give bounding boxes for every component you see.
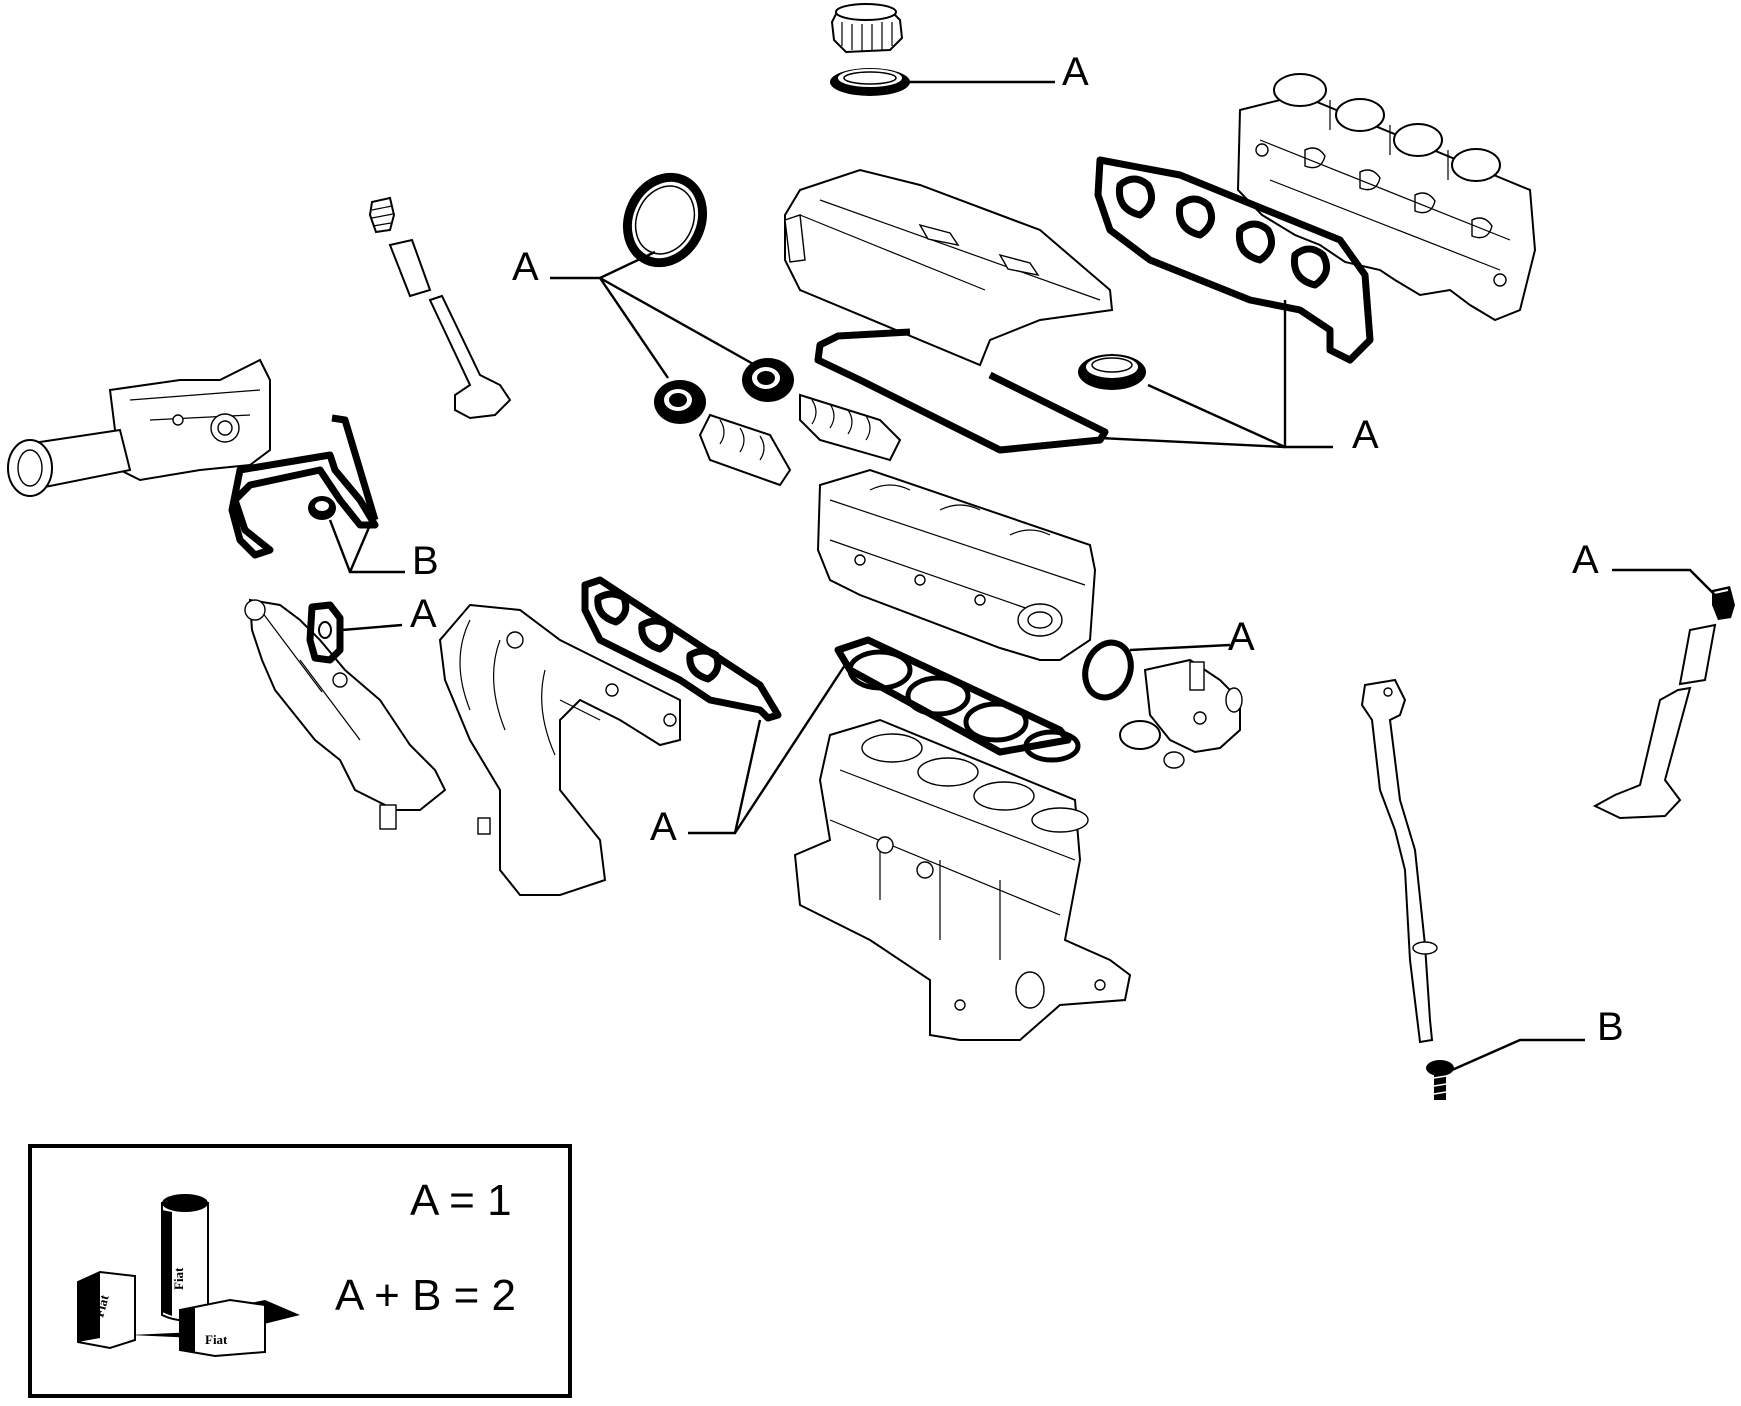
product-kit-icon: Fiat Fiat Fiat <box>77 1194 300 1358</box>
exhaust-manifold-gasket <box>581 576 782 722</box>
leader-lines <box>328 80 1716 1072</box>
camshaft-intake <box>799 393 902 462</box>
dipstick-bolt <box>1426 1060 1454 1100</box>
intake-manifold-gasket <box>1094 156 1374 364</box>
thermostat-ring <box>1082 639 1134 701</box>
legend-line-2: A + B = 2 <box>335 1271 516 1320</box>
callout-labels: A A A B A A A A B <box>410 50 1624 1049</box>
engine-block <box>793 718 1132 1041</box>
crankshaft-seal-front <box>308 496 336 520</box>
callout-thermostat-ring: A <box>1228 615 1255 659</box>
camshaft-seal-small-1 <box>742 358 794 402</box>
brand-label-3: Fiat <box>205 1332 228 1347</box>
camshaft-seal-large <box>622 172 708 268</box>
valve-cover <box>784 168 1114 367</box>
callout-dipstick-bolt: B <box>1597 1005 1624 1049</box>
thermostat-housing <box>1119 658 1243 769</box>
oil-cap-seal <box>830 68 910 96</box>
camshaft-seal-right <box>1078 354 1146 390</box>
legend-line-1: A = 1 <box>410 1176 512 1225</box>
valve-cover-gasket <box>814 328 1109 454</box>
callout-oil-cap-seal: A <box>1062 50 1089 94</box>
legend-box: Fiat Fiat Fiat A = 1 A + B = 2 <box>28 1144 572 1398</box>
brand-label-1: Fiat <box>91 1293 111 1319</box>
valve-guide-left <box>388 238 432 298</box>
callout-timing-cover: B <box>412 539 439 583</box>
camshaft-seal-small-2 <box>654 380 706 424</box>
water-outlet-pipe <box>244 598 447 830</box>
oil-pump-housing <box>108 358 271 482</box>
camshaft-exhaust <box>698 413 792 487</box>
callout-valve-seal-right: A <box>1572 538 1599 582</box>
valve-guide-right <box>1678 623 1717 686</box>
cylinder-head <box>816 468 1097 661</box>
dipstick-tube <box>1360 678 1438 1044</box>
exhaust-valve-right <box>1592 686 1692 820</box>
brand-label-2: Fiat <box>171 1267 186 1290</box>
intake-manifold <box>1236 73 1537 322</box>
cylinder-head-gasket <box>834 636 1081 763</box>
water-pipe-gasket <box>306 601 344 664</box>
valve-stem-seal-right <box>1712 586 1735 620</box>
oil-pickup-pipe <box>7 428 132 497</box>
oil-pump-gasket <box>228 414 379 559</box>
callout-exhaust-head-gaskets: A <box>650 805 677 849</box>
intake-valve-left <box>428 294 512 420</box>
callout-front-seals: A <box>512 245 539 289</box>
oil-filler-cap <box>830 3 904 54</box>
exhaust-manifold <box>438 603 681 896</box>
callout-right-seals: A <box>1352 413 1379 457</box>
callout-water-pipe-gasket: A <box>410 592 437 636</box>
valve-stem-seal-left <box>368 196 396 234</box>
